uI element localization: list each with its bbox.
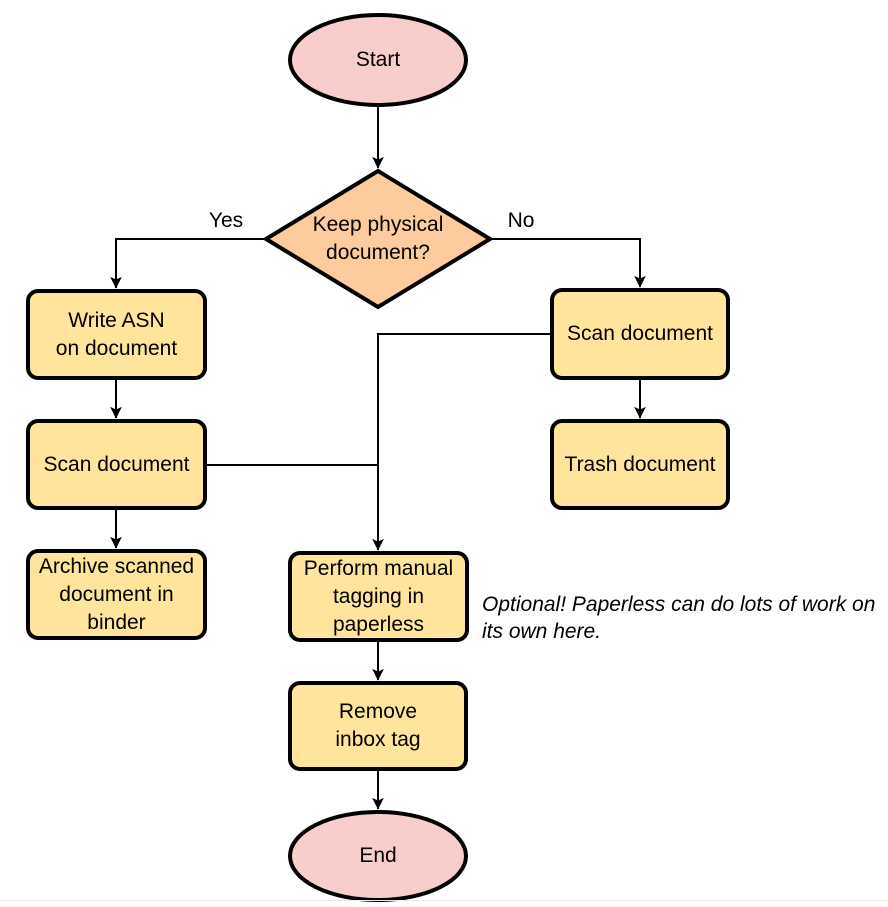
edge-scan-right-to-perform-tagging xyxy=(372,333,552,551)
edge-decision-yes-to-write-asn xyxy=(110,238,266,289)
page-edge-divider xyxy=(0,900,888,901)
trash-document-box xyxy=(550,419,730,510)
remove-inbox-tag-box xyxy=(288,681,468,771)
write-asn-box xyxy=(26,289,207,380)
archive-box xyxy=(26,549,207,640)
edge-decision-no-to-scan-right xyxy=(490,238,646,288)
decision-diamond xyxy=(262,168,494,310)
optional-annotation: Optional! Paperless can do lots of work … xyxy=(482,593,876,643)
scan-document-left-box xyxy=(26,419,207,510)
no-edge-label: No xyxy=(507,209,535,232)
start-ellipse xyxy=(288,13,468,107)
perform-tagging-box xyxy=(288,551,469,642)
scan-document-right-box xyxy=(550,288,730,380)
end-ellipse xyxy=(288,810,468,902)
yes-edge-label: Yes xyxy=(208,209,244,232)
